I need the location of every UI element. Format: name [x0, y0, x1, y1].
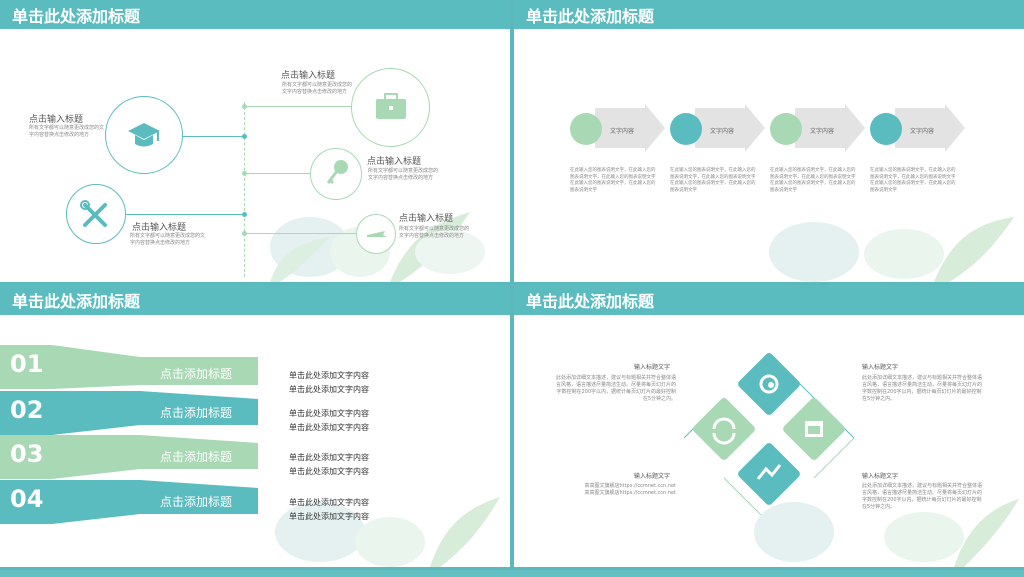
- row-label[interactable]: 点击添加标题: [160, 495, 233, 509]
- slide-2: 单击此处添加标题 文字内容在此输入您的图表说明文字，在此输入您的图表说明文字，在…: [514, 0, 1024, 282]
- block-heading[interactable]: 输入标题文字: [634, 473, 671, 480]
- item-body[interactable]: 所有文字都可以随意更改成您的文字内容替换点击修改的地方: [130, 233, 206, 246]
- item-heading[interactable]: 点击输入标题: [132, 223, 187, 233]
- item-body[interactable]: 所有文字都可以随意更改成您的文字内容替换点击修改的地方: [399, 226, 470, 239]
- slide-title[interactable]: 单击此处添加标题: [526, 7, 655, 26]
- trend-icon: [756, 464, 782, 480]
- row-label[interactable]: 点击添加标题: [160, 450, 233, 464]
- slide-title[interactable]: 单击此处添加标题: [12, 292, 141, 311]
- block-heading[interactable]: 输入标题文字: [634, 364, 671, 371]
- timeline-dot: [242, 212, 247, 217]
- row-text[interactable]: 单击此处添加文字内容: [289, 385, 369, 394]
- block-body[interactable]: 此处添加详细文本描述，建议与标题相关并符合整体语言风格，语言描述尽量简洁生动。尽…: [862, 375, 983, 402]
- connector: [124, 214, 244, 215]
- briefcase-circle: [351, 68, 430, 147]
- diamond-diagram: [683, 352, 855, 515]
- step-label[interactable]: 文字内容: [810, 128, 835, 135]
- slide-1: 单击此处添加标题 点击输入标题 所有文字都可以随意更改成您的文字内容替换点击修改…: [0, 0, 510, 282]
- row-text[interactable]: 单击此处添加文字内容: [289, 498, 369, 507]
- slide-header: 单击此处添加标题: [0, 285, 510, 315]
- item-heading[interactable]: 点击输入标题: [399, 214, 454, 224]
- network-icon: [870, 113, 902, 145]
- step-body[interactable]: 在此输入您的图表说明文字，在此输入您的图表说明文字，在此输入您的图表说明文字在此…: [670, 168, 756, 193]
- step-body[interactable]: 在此输入您的图表说明文字，在此输入您的图表说明文字，在此输入您的图表说明文字在此…: [770, 168, 856, 193]
- row-text[interactable]: 单击此处添加文字内容: [289, 512, 369, 521]
- row-number: 01: [10, 350, 44, 378]
- key-icon: [326, 160, 348, 185]
- row-label[interactable]: 点击添加标题: [160, 406, 233, 420]
- airplane-circle: [356, 214, 396, 254]
- calendar-icon: [805, 421, 823, 437]
- row-label[interactable]: 点击添加标题: [160, 367, 233, 381]
- slide-header: 单击此处添加标题: [514, 285, 1024, 315]
- item-heading[interactable]: 点击输入标题: [29, 115, 84, 125]
- slide-title[interactable]: 单击此处添加标题: [526, 292, 655, 311]
- item-body[interactable]: 所有文字都可以随意更改成您的文字内容替换点击修改的地方: [368, 168, 439, 181]
- row-number: 04: [10, 485, 44, 513]
- slide-4: 单击此处添加标题 输入标题文字 此处添加详细文本描述，建议与标题相关并符合整体语…: [514, 285, 1024, 567]
- download-icon: [670, 113, 702, 145]
- timeline-dot: [242, 231, 247, 236]
- globe-icon: [770, 113, 802, 145]
- timeline-line: [244, 102, 246, 277]
- tools-icon: [80, 200, 107, 227]
- connector: [244, 173, 312, 174]
- briefcase-icon: [376, 93, 406, 119]
- block-body[interactable]: 高高图文旗舰店https://ccmnet.ccn.net 高高图文旗舰店htt…: [584, 483, 676, 496]
- row-text[interactable]: 单击此处添加文字内容: [289, 453, 369, 462]
- cap-circle: [105, 96, 183, 174]
- block-heading[interactable]: 输入标题文字: [862, 473, 899, 480]
- slide-header: 单击此处添加标题: [514, 0, 1024, 29]
- row-text[interactable]: 单击此处添加文字内容: [289, 409, 369, 418]
- block-heading[interactable]: 输入标题文字: [862, 364, 899, 371]
- step-label[interactable]: 文字内容: [610, 128, 635, 135]
- step-label[interactable]: 文字内容: [710, 128, 735, 135]
- flower-decoration: [769, 217, 1014, 282]
- row-text[interactable]: 单击此处添加文字内容: [289, 371, 369, 380]
- item-body[interactable]: 所有文字都可以随意更改成您的文字内容替换点击修改的地方: [282, 82, 353, 95]
- item-heading[interactable]: 点击输入标题: [281, 71, 336, 81]
- graduation-cap-icon: [128, 123, 160, 147]
- tools-circle: [66, 184, 126, 244]
- row-number: 03: [10, 440, 44, 468]
- slide-header: 单击此处添加标题: [0, 0, 510, 29]
- connector: [244, 233, 356, 234]
- timeline-dot: [242, 104, 247, 109]
- timeline-dot: [242, 134, 247, 139]
- row-number: 02: [10, 396, 44, 424]
- block-body[interactable]: 此处添加详细文本描述，建议与标题相关并符合整体语言风格，语言描述尽量简洁生动。尽…: [862, 483, 983, 510]
- flower-decoration: [754, 499, 1019, 567]
- flower-decoration: [275, 497, 500, 567]
- step-label[interactable]: 文字内容: [910, 128, 935, 135]
- step-body[interactable]: 在此输入您的图表说明文字，在此输入您的图表说明文字，在此输入您的图表说明文字在此…: [870, 168, 956, 193]
- row-text[interactable]: 单击此处添加文字内容: [289, 467, 369, 476]
- calendar-icon: [570, 113, 602, 145]
- slide-title[interactable]: 单击此处添加标题: [12, 7, 141, 26]
- flower-decoration: [270, 212, 485, 282]
- block-body[interactable]: 此处添加详细文本描述，建议与标题相关并符合整体语言风格，语言描述尽量简洁生动。尽…: [556, 375, 677, 402]
- key-circle: [310, 148, 362, 200]
- connector: [158, 136, 244, 137]
- item-body[interactable]: 所有文字都可以随意更改成您的文字内容替换点击修改的地方: [29, 125, 105, 138]
- next-slides-strip: [0, 570, 1024, 577]
- row-text[interactable]: 单击此处添加文字内容: [289, 423, 369, 432]
- timeline-dot: [242, 171, 247, 176]
- refresh-icon: [759, 374, 779, 394]
- step-body[interactable]: 在此输入您的图表说明文字，在此输入您的图表说明文字，在此输入您的图表说明文字在此…: [570, 168, 656, 193]
- sync-icon: [712, 417, 736, 445]
- item-heading[interactable]: 点击输入标题: [367, 157, 422, 167]
- connector: [244, 106, 354, 107]
- airplane-icon: [367, 231, 387, 237]
